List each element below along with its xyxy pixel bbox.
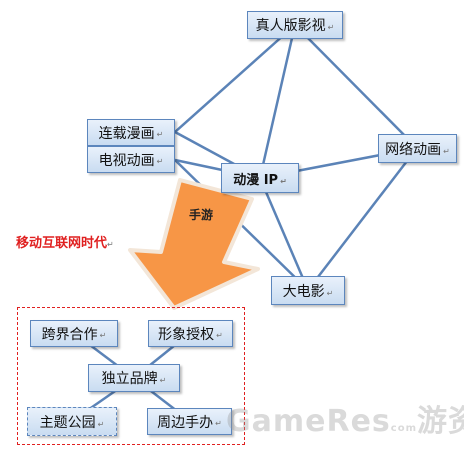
- edge-serial_comic-real_person: [174, 24, 296, 133]
- paragraph-mark: ↵: [443, 147, 450, 156]
- node-label: 大电影: [282, 283, 325, 300]
- node-label: 网络动画: [385, 141, 442, 158]
- paragraph-mark: ↵: [159, 376, 167, 385]
- paragraph-mark: ↵: [326, 289, 334, 298]
- paragraph-mark: ↵: [216, 331, 223, 340]
- node-cross-border-cooperation[interactable]: 跨界合作↵: [30, 320, 118, 347]
- node-label: 跨界合作: [41, 326, 98, 343]
- paragraph-mark: ↵: [97, 420, 105, 429]
- watermark-cn: 游资网: [417, 404, 464, 439]
- edge-real_person-web_animation: [294, 24, 418, 149]
- node-independent-brand[interactable]: 独立品牌↵: [88, 364, 180, 392]
- node-label: 周边手办: [157, 414, 214, 431]
- edge-web_animation-big_movie: [307, 147, 418, 291]
- node-label: 独立品牌: [101, 371, 158, 387]
- node-label: 真人版影视: [255, 18, 326, 34]
- watermark-small: com: [390, 423, 417, 434]
- node-anime-ip[interactable]: 动漫 IP↵: [221, 163, 299, 193]
- node-label: 主题公园: [39, 414, 96, 431]
- node-tv-animation[interactable]: 电视动画↵: [87, 146, 175, 173]
- paragraph-mark: ↵: [327, 23, 335, 32]
- paragraph-mark: ↵: [107, 240, 114, 249]
- mobile-game-label: 手游: [189, 208, 214, 222]
- node-label: 连载漫画: [98, 125, 155, 142]
- node-real-person-film[interactable]: 真人版影视↵: [247, 11, 343, 39]
- node-merchandise[interactable]: 周边手办↵: [147, 408, 232, 435]
- edge-real_person-anime_ip: [258, 24, 297, 179]
- node-web-animation[interactable]: 网络动画↵: [378, 134, 457, 163]
- watermark-latin: GameRes: [226, 404, 391, 439]
- brand-derivatives-group: [17, 307, 245, 445]
- paragraph-mark: ↵: [156, 157, 164, 166]
- paragraph-mark: ↵: [99, 331, 107, 340]
- node-image-licensing[interactable]: 形象授权↵: [148, 320, 233, 347]
- node-label: 动漫 IP: [233, 172, 279, 188]
- node-theme-park[interactable]: 主题公园↵: [27, 407, 117, 436]
- edge-anime_ip-big_movie: [258, 177, 310, 291]
- mobile-game-arrow: [128, 178, 260, 310]
- paragraph-mark: ↵: [215, 419, 222, 428]
- gameres-watermark: GameRescom游资网: [226, 396, 464, 440]
- node-label: 电视动画: [98, 152, 155, 169]
- mobile-internet-era-label: 移动互联网时代↵: [16, 232, 114, 251]
- node-label: 形象授权: [158, 326, 215, 343]
- node-big-movie[interactable]: 大电影↵: [271, 276, 345, 305]
- paragraph-mark: ↵: [156, 130, 164, 139]
- era-text: 移动互联网时代: [16, 236, 108, 251]
- paragraph-mark: ↵: [280, 177, 287, 186]
- node-serial-comic[interactable]: 连载漫画↵: [87, 119, 175, 146]
